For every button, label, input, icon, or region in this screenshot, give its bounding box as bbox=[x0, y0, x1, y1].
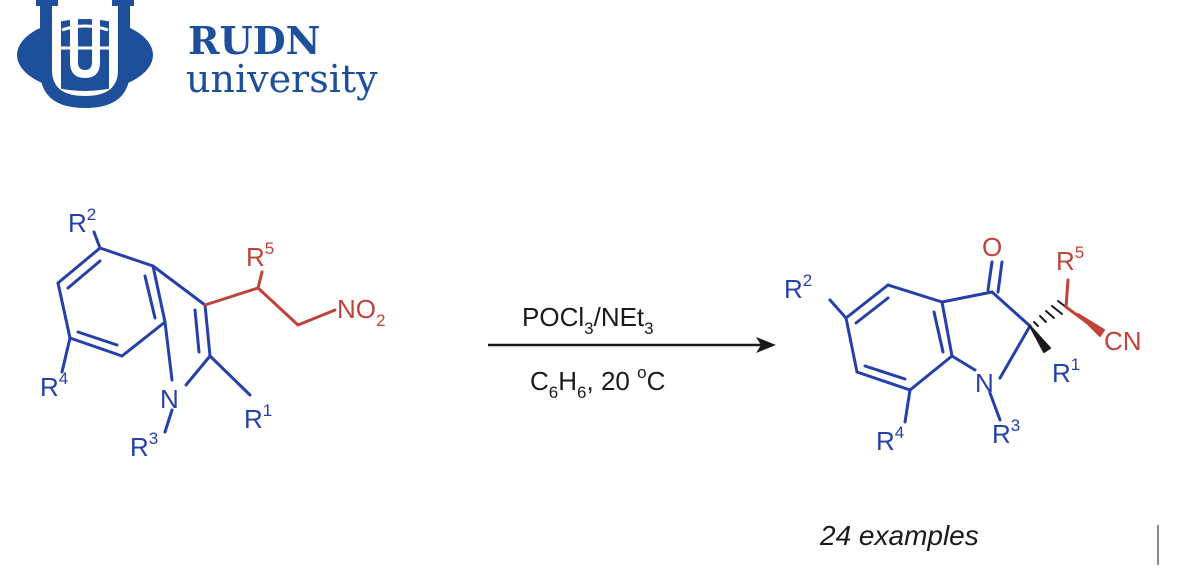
examples-caption: 24 examples bbox=[819, 520, 979, 551]
reactant-nitroethyl-chain bbox=[203, 270, 337, 327]
product-labels: R2 O R5 CN R1 N R3 R4 bbox=[784, 232, 1142, 456]
reactant-r3-label: R3 bbox=[130, 429, 158, 462]
product-r3-label: R3 bbox=[992, 416, 1020, 449]
product-structure bbox=[828, 260, 1105, 424]
product-hashed-bond bbox=[1033, 300, 1071, 327]
logo-name-line2: university bbox=[186, 57, 378, 101]
reaction-conditions: POCl3/NEt3 C6H6, 20 oC bbox=[522, 302, 665, 402]
product-red-wedge bbox=[1077, 313, 1105, 337]
product-n-label: N bbox=[975, 368, 994, 398]
reactant-n-label: N bbox=[160, 384, 179, 414]
reactant-r2-label: R2 bbox=[68, 205, 96, 238]
reagent-label: POCl3/NEt3 bbox=[522, 302, 654, 338]
product-wedge-bond bbox=[1029, 325, 1051, 353]
reaction-arrow bbox=[488, 337, 776, 353]
reactant-labels: R2 R4 N R3 R1 R5 NO2 bbox=[40, 205, 385, 462]
reactant-r1-label: R1 bbox=[244, 401, 272, 434]
reactant-r5-label: R5 bbox=[246, 239, 274, 272]
product-r1-label: R1 bbox=[1052, 355, 1080, 388]
rudn-emblem-icon bbox=[17, 0, 153, 110]
product-r4-label: R4 bbox=[876, 423, 904, 456]
reactant-nitro-label: NO2 bbox=[337, 294, 385, 330]
product-r5-label: R5 bbox=[1056, 243, 1084, 276]
reactant-r4-label: R4 bbox=[40, 369, 68, 402]
reactant-structure bbox=[56, 230, 337, 434]
product-oxygen-label: O bbox=[982, 232, 1002, 262]
logo-name-line1: RUDN bbox=[188, 18, 320, 63]
rudn-logo: RUDN university bbox=[17, 0, 378, 110]
reactant-benzene-ring bbox=[56, 230, 252, 434]
conditions-label: C6H6, 20 oC bbox=[530, 363, 665, 402]
product-r2-label: R2 bbox=[784, 271, 812, 304]
product-cn-label: CN bbox=[1104, 326, 1142, 356]
product-benzene-ring bbox=[828, 260, 1032, 424]
